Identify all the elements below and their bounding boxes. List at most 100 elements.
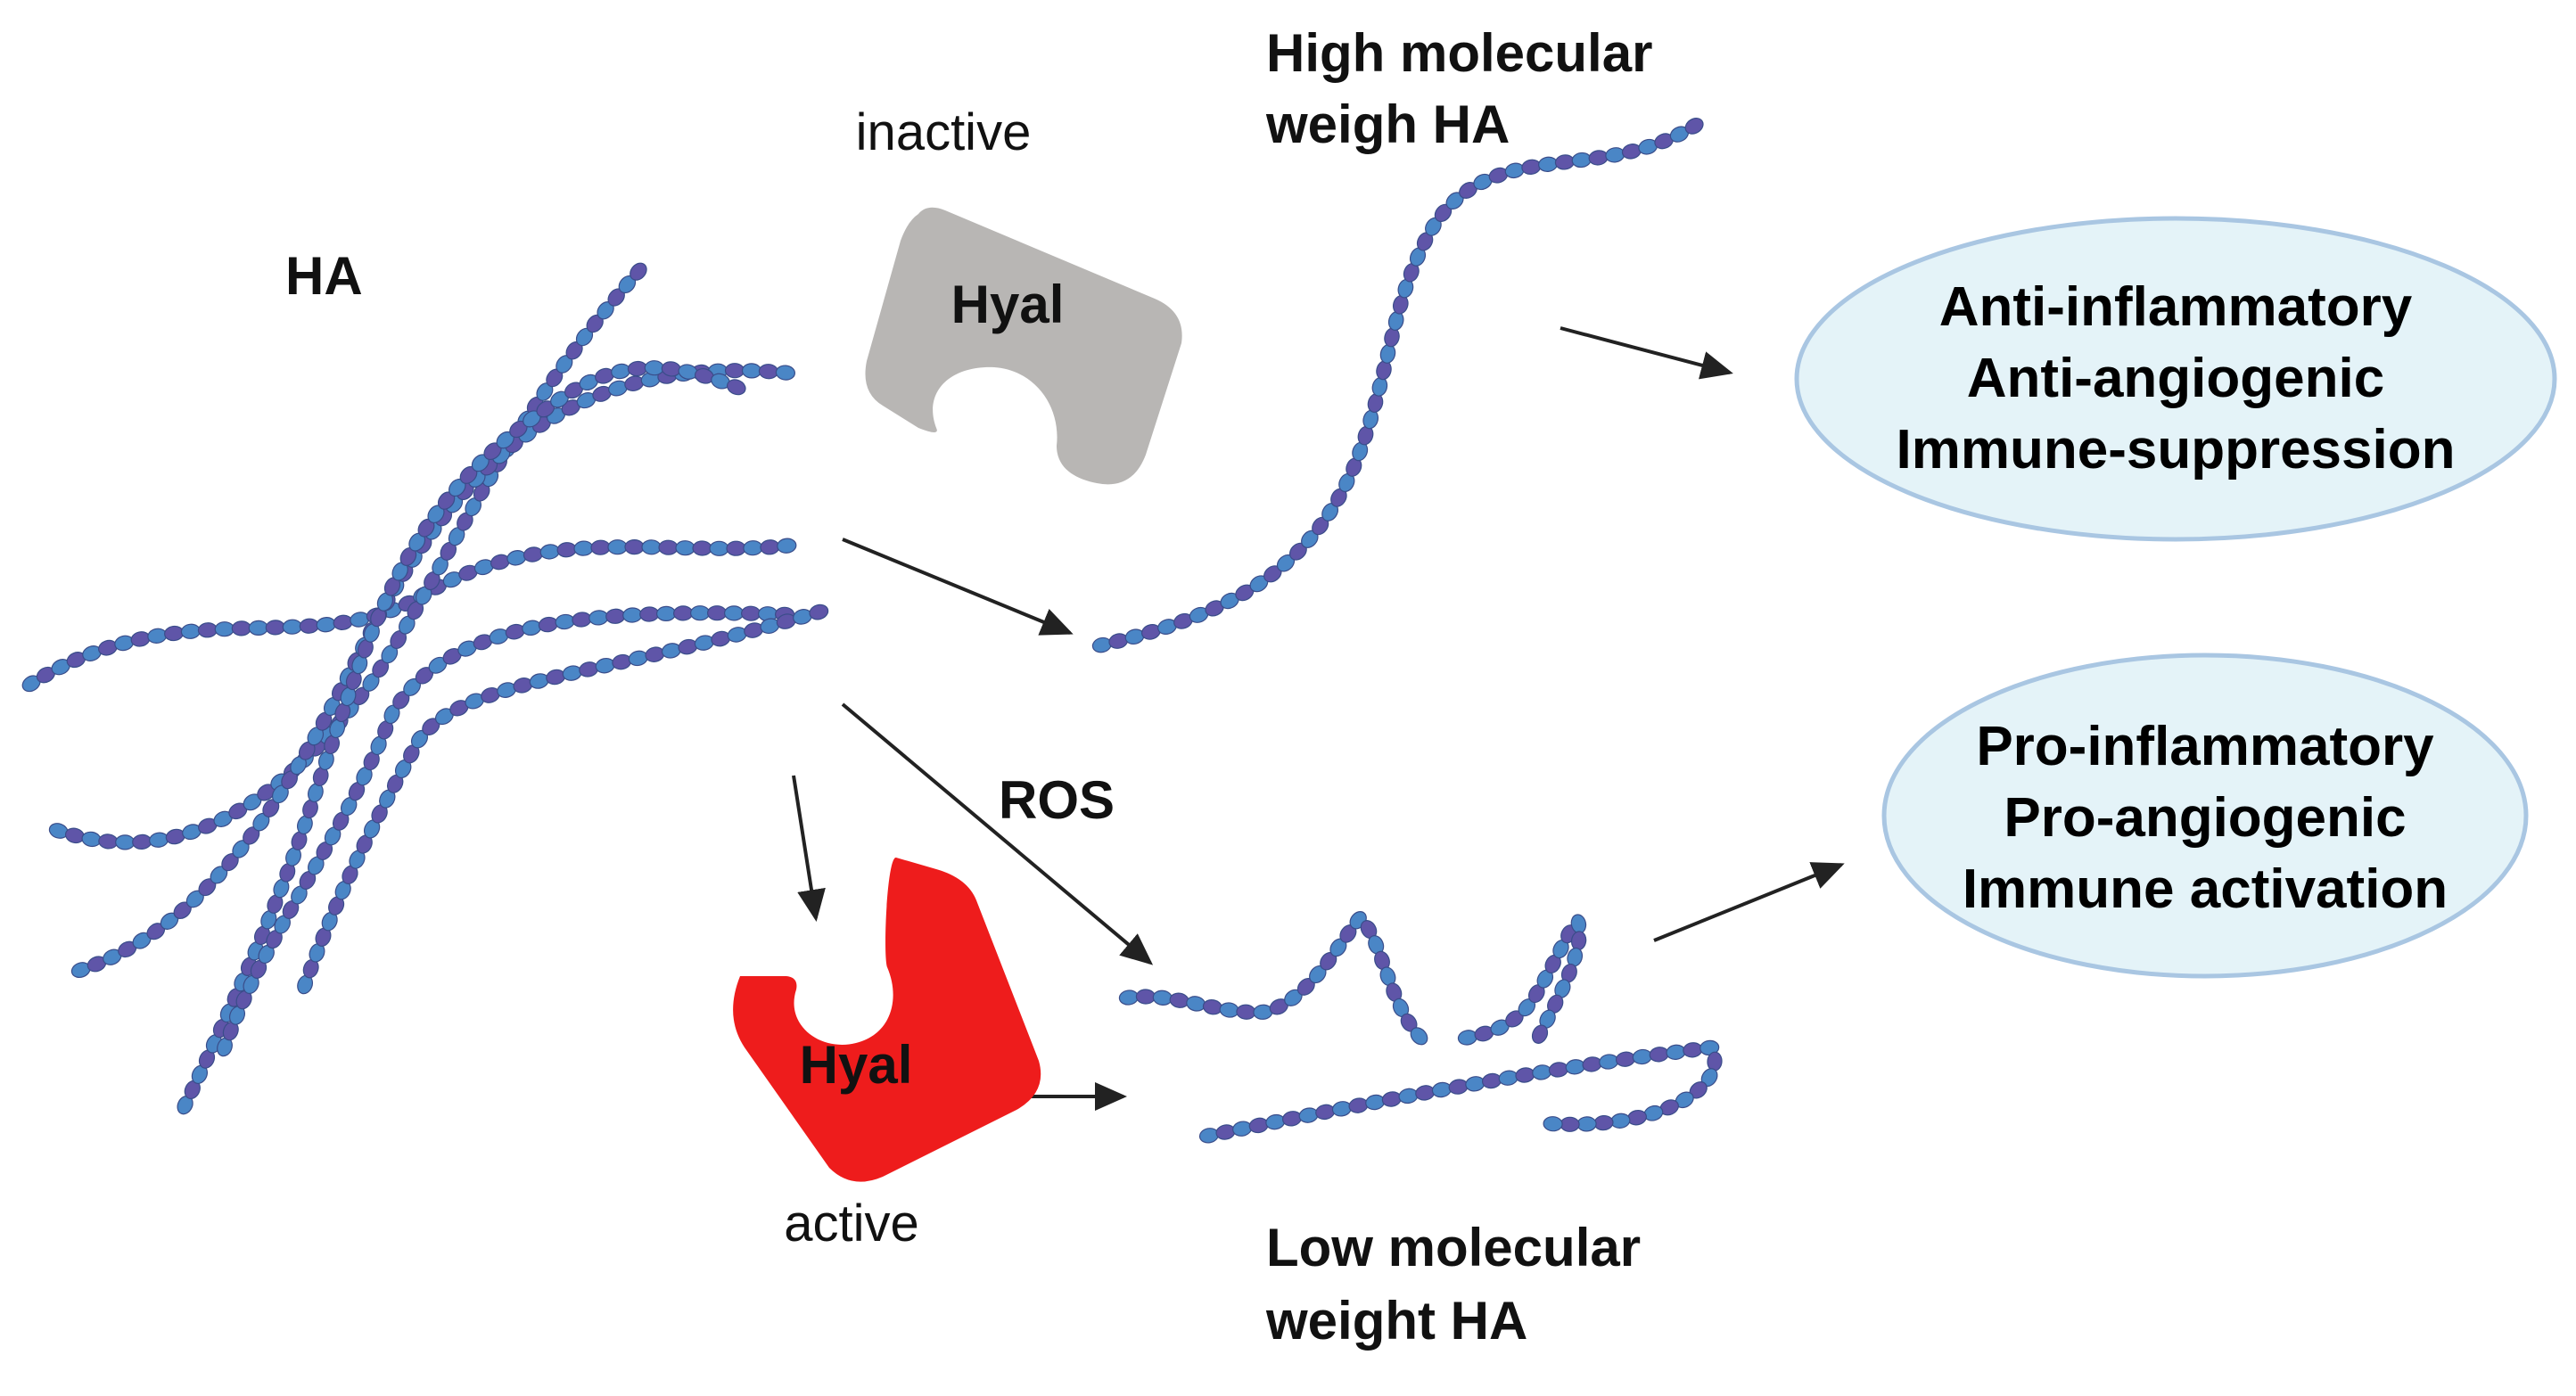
ha-bead: [741, 605, 761, 621]
ha-bead: [639, 606, 660, 622]
ha-bead: [624, 538, 645, 555]
ha-bead: [724, 363, 745, 379]
arrow-high-mw-to-outcome: [1560, 326, 1733, 380]
ha-bead: [675, 540, 695, 556]
hyal-inactive-shape: [865, 207, 1182, 485]
inactive-label: inactive: [856, 103, 1032, 161]
hyal-active-shape: [733, 857, 1041, 1182]
ha-bead: [539, 544, 560, 560]
ha-chain-cluster: [21, 118, 1723, 1144]
arrows: [792, 326, 1845, 1111]
outcome-high-mw-ellipse: [1794, 216, 2557, 542]
ha-bead: [572, 612, 592, 628]
outcome-low-line3: Immune activation: [1963, 858, 2448, 920]
ha-bead: [622, 607, 643, 623]
ha-bead: [760, 539, 780, 555]
ha-bead: [588, 610, 609, 626]
ha-bead: [1186, 996, 1206, 1012]
ha-bead: [1571, 152, 1592, 168]
outcome-high-line2: Anti-angiogenic: [1967, 348, 2384, 409]
ha-bead-strand: [1091, 118, 1704, 653]
ha-bead: [1548, 1062, 1568, 1078]
ha-bead: [658, 539, 679, 555]
ha-bead: [180, 623, 201, 639]
ha-bead: [149, 832, 169, 848]
ha-label: HA: [285, 246, 363, 306]
outcome-high-line1: Anti-inflammatory: [1939, 276, 2413, 338]
high-mw-ha-chain: [1097, 120, 1703, 646]
ha-bead-strand: [1118, 911, 1428, 1046]
ha-bead: [777, 538, 797, 554]
ha-bead: [1632, 1048, 1652, 1065]
ha-bead: [1236, 1004, 1256, 1020]
ha-bead: [1605, 147, 1625, 163]
active-label: active: [784, 1195, 919, 1252]
arrow-ha-to-active-hyal: [792, 775, 826, 922]
ha-bead: [607, 539, 628, 555]
outcome-low-line1: Pro-inflammatory: [1976, 716, 2434, 777]
ha-bead-strand: [297, 604, 829, 995]
ha-bead: [628, 650, 648, 667]
hyal-inactive-label: Hyal: [951, 275, 1065, 334]
ha-bead: [98, 833, 119, 850]
ha-bead: [1515, 1067, 1535, 1083]
ha-bead: [1593, 1114, 1614, 1131]
ha-bead: [726, 540, 746, 556]
ha-bead: [265, 620, 285, 636]
outcome-low-mw: Pro-inflammatory Pro-angiogenic Immune a…: [1881, 653, 2529, 979]
arrow-low-mw-to-outcome: [1653, 862, 1845, 942]
ha-bead: [809, 604, 829, 620]
ha-bead: [724, 605, 745, 621]
ha-bead: [758, 364, 778, 380]
ha-bead: [1560, 1116, 1580, 1132]
ha-bead: [573, 540, 594, 556]
ha-bead: [590, 539, 611, 555]
ha-bead: [316, 617, 336, 633]
ha-bead: [727, 379, 746, 396]
ha-bead-strand: [1198, 1039, 1723, 1144]
high-mw-label-line2: weigh HA: [1265, 94, 1510, 154]
hyal-enzyme-inactive: Hyal: [865, 207, 1182, 485]
low-mw-label-line1: Low molecular: [1266, 1218, 1641, 1277]
ha-bead: [1152, 990, 1173, 1006]
ha-bead: [692, 540, 712, 556]
ha-bead: [709, 540, 729, 556]
outcome-low-mw-ellipse: [1881, 653, 2529, 979]
high-mw-label-line1: High molecular: [1266, 23, 1652, 83]
ha-bead-strand: [1457, 914, 1587, 1046]
ha-bead: [605, 608, 626, 624]
ha-bead: [743, 540, 763, 556]
ha-bead: [775, 365, 795, 381]
arrow-ha-to-high-mw: [842, 538, 1074, 636]
ha-bead-strand: [217, 605, 795, 1057]
hyal-active-label: Hyal: [800, 1035, 913, 1095]
ha-bead: [707, 605, 728, 621]
ha-bead: [132, 833, 152, 850]
low-mw-ha-fragment: [1123, 918, 1427, 1043]
ha-bead: [214, 621, 235, 637]
ha-bead: [1576, 1116, 1597, 1132]
ha-bead: [282, 619, 302, 635]
ha-bead: [197, 622, 218, 638]
outcome-high-mw: Anti-inflammatory Anti-angiogenic Immune…: [1794, 216, 2557, 542]
ha-bead: [333, 614, 353, 630]
ha-bead: [556, 542, 577, 558]
ha-bead: [1683, 1042, 1703, 1058]
ha-bead: [248, 620, 268, 636]
ha-bead-strand: [21, 538, 797, 693]
ha-bead: [1135, 989, 1156, 1005]
ha-bead: [299, 618, 319, 634]
ha-bead: [1410, 1027, 1428, 1046]
ha-bead: [1265, 1113, 1286, 1130]
ha-bead: [690, 605, 711, 621]
ha-bead: [673, 605, 694, 621]
ha-bead: [641, 539, 662, 555]
ha-bead: [644, 360, 664, 376]
ha-bead: [115, 834, 136, 850]
ha-bead: [1531, 1024, 1549, 1044]
ha-bead: [630, 262, 647, 281]
ha-bead: [656, 605, 677, 622]
ha-bead-strand: [177, 360, 746, 1115]
outcome-high-line3: Immune-suppression: [1897, 419, 2456, 480]
